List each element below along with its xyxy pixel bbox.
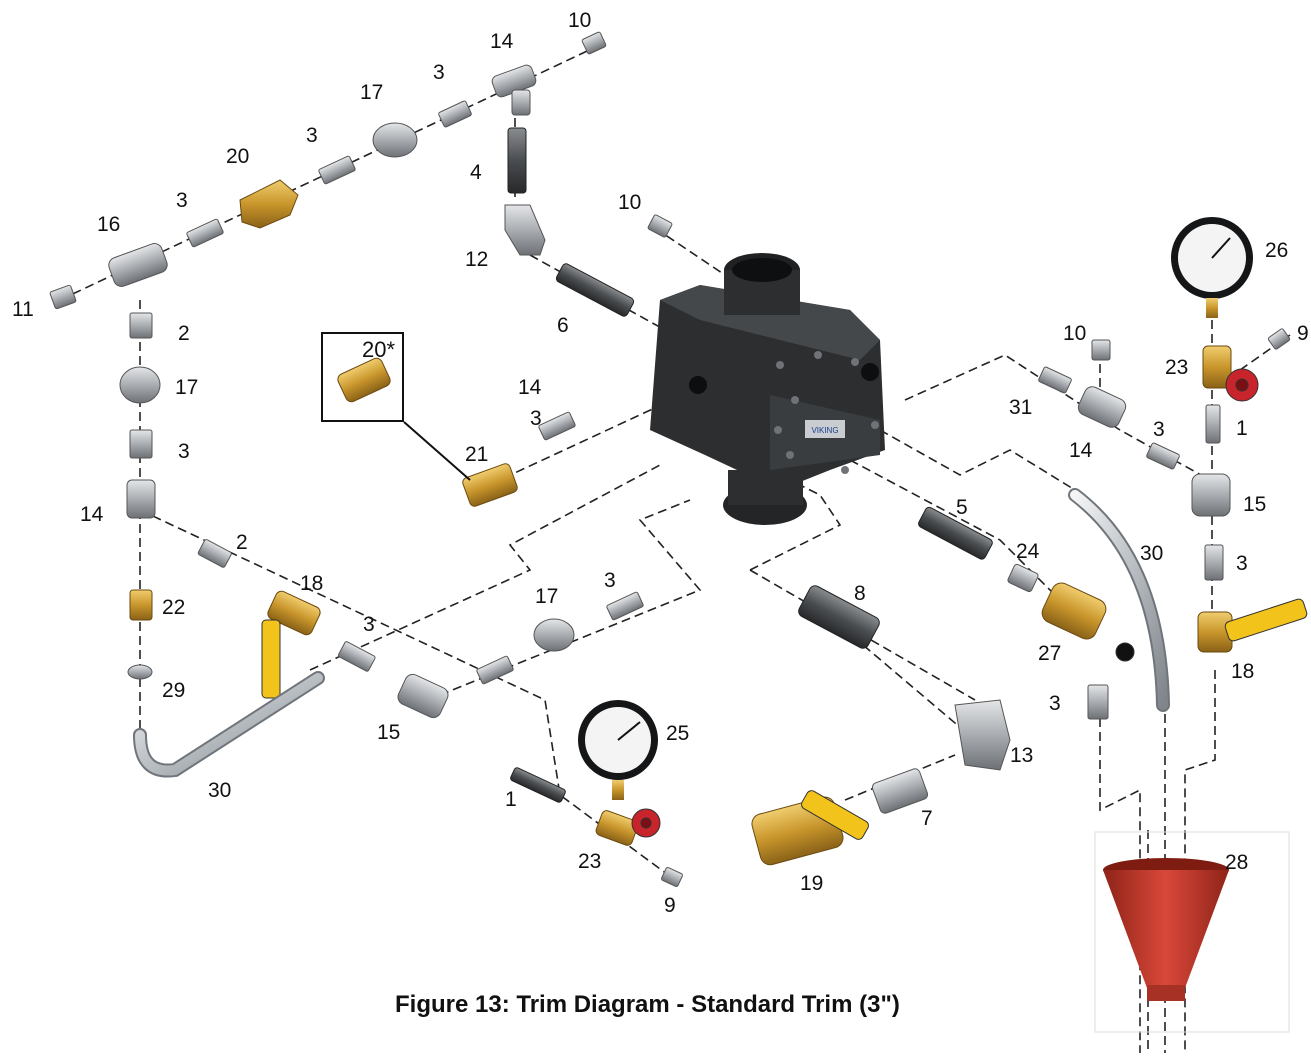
part-label-p28: 28 [1225,851,1248,874]
part-label-p3f: 3 [604,569,616,592]
part-label-p22: 22 [162,596,185,619]
drain-hoses [133,488,1170,778]
part-label-p12: 12 [465,248,488,271]
part-label-p14c: 14 [80,503,104,526]
pressure-gauges [578,217,1253,800]
part-label-p18b: 18 [1231,660,1254,683]
part-label-p10b: 10 [618,191,641,214]
nameplate-text: VIKING [811,426,838,435]
part-label-p3g: 3 [363,613,375,636]
part-label-p13: 13 [1010,744,1033,767]
drain-funnel [1094,831,1290,1033]
part-label-p14d: 14 [1069,439,1093,462]
part-label-p23b: 23 [1165,356,1188,379]
brass-components [129,179,1233,866]
part-label-p9b: 9 [1297,322,1309,345]
part-label-p4: 4 [470,161,482,184]
part-label-p6: 6 [557,314,569,337]
figure-caption: Figure 13: Trim Diagram - Standard Trim … [395,991,900,1018]
inset-label: 20* [362,337,396,362]
part-label-p24: 24 [1016,540,1040,563]
part-label-p10c: 10 [1063,322,1086,345]
part-label-p19: 19 [800,872,823,895]
part-label-p3d: 3 [178,440,190,463]
part-label-p1b: 1 [1236,417,1248,440]
part-label-p15a: 15 [377,721,400,744]
steel-fittings [49,31,1291,887]
part-label-p14b: 14 [518,376,542,399]
part-label-p18a: 18 [300,572,323,595]
part-label-p26: 26 [1265,239,1288,262]
part-label-p29: 29 [162,679,185,702]
part-label-p21: 21 [465,443,488,466]
part-label-p5: 5 [956,496,968,519]
part-label-p2b: 2 [236,531,248,554]
part-label-p23a: 23 [578,850,601,873]
part-label-p14a: 14 [490,30,514,53]
part-label-p25: 25 [666,722,689,745]
part-label-p30b: 30 [1140,542,1163,565]
part-label-p10a: 10 [568,9,591,32]
part-label-p17c: 17 [535,585,558,608]
part-label-p3c: 3 [176,189,188,212]
part-label-p2a: 2 [178,322,190,345]
nameplate [805,420,845,438]
part-label-p1a: 1 [505,788,517,811]
part-label-p30a: 30 [208,779,231,802]
part-label-p27: 27 [1038,642,1061,665]
part-label-p3b: 3 [306,124,318,147]
part-label-p11: 11 [12,298,34,321]
part-label-p31: 31 [1009,396,1032,419]
part-label-p15b: 15 [1243,493,1266,516]
deluge-valve-body: VIKING [650,253,885,525]
part-label-p20: 20 [226,145,249,168]
part-label-p3i: 3 [1153,418,1165,441]
part-label-p9a: 9 [664,894,676,917]
part-label-p8: 8 [854,582,866,605]
part-label-p7: 7 [921,807,933,830]
black-pipe-nipples [507,127,993,803]
part-label-p3e: 3 [530,407,542,430]
part-label-p17b: 17 [175,376,198,399]
part-label-p16: 16 [97,213,120,236]
part-label-p3a: 3 [433,61,445,84]
part-label-p3h: 3 [1049,692,1061,715]
part-label-p3j: 3 [1236,552,1248,575]
part-label-p17a: 17 [360,81,383,104]
valve-handles [261,368,1308,840]
inset-leader-line [403,421,471,481]
inset-box [321,332,404,422]
